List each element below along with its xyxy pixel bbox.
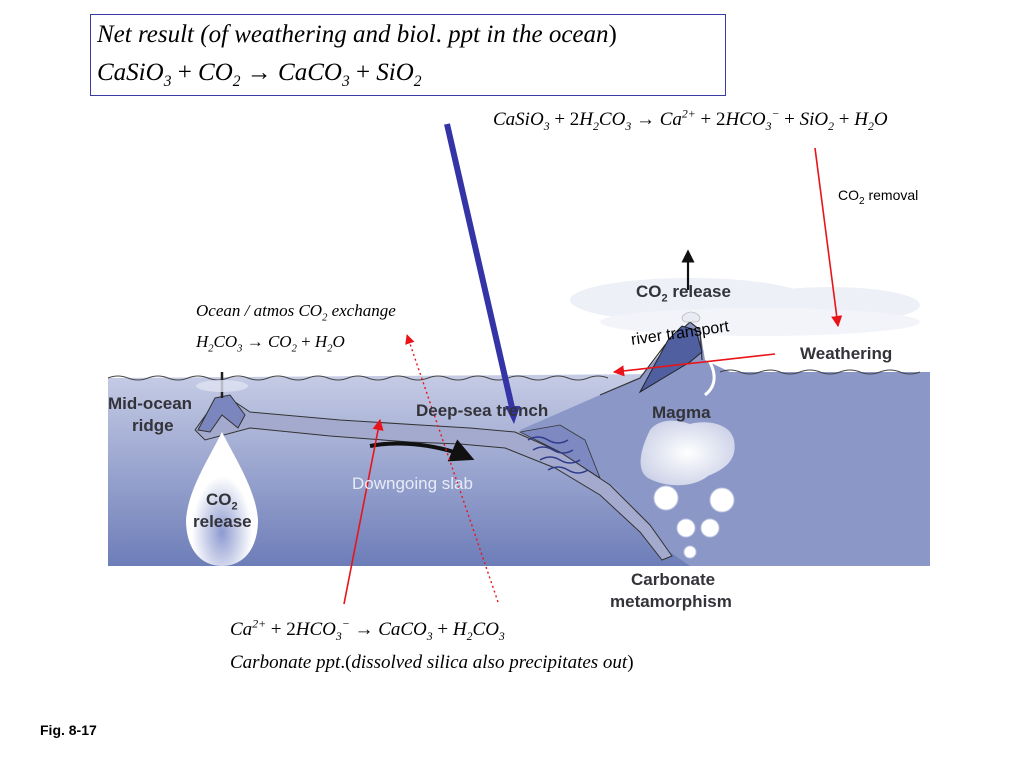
mid-ocean-ridge-label-2: ridge (132, 416, 174, 435)
clouds (570, 278, 920, 336)
carbonate-ppt-arrow (343, 418, 384, 605)
sea-surface (107, 369, 921, 381)
net-result-arrow (444, 123, 516, 413)
gas-exchange-equation: H2CO3 → CO2 + H2O (196, 332, 345, 355)
weathering-label: Weathering (800, 344, 893, 363)
co2-removal-arrow (814, 147, 843, 328)
gas-exchange-arrow (405, 334, 499, 603)
volcano (638, 325, 703, 394)
carbonate-ppt-note: Carbonate ppt.(dissolved silica also pre… (230, 652, 634, 673)
net-result-title: Net result (of weathering and biol. ppt … (97, 21, 617, 48)
gas-exchange-title: Ocean / atmos CO2 exchange (196, 301, 396, 324)
magma-chamber (640, 420, 735, 486)
magma-label: Magma (652, 403, 711, 422)
ridge-plume (186, 432, 258, 566)
carbonate-metamorphism-label-1: Carbonate (631, 570, 716, 589)
downgoing-slab-label: Downgoing slab (352, 474, 473, 493)
carbonate-ppt-equation: Ca2+ + 2HCO3− → CaCO3 + H2CO3 (230, 617, 505, 643)
river-transport-arrow (612, 353, 776, 377)
net-result-box (90, 14, 726, 96)
carbonate-metamorphism-label-2: metamorphism (610, 592, 732, 611)
weathering-equation: CaSiO3 + 2H2CO3 → Ca2+ + 2HCO3− + SiO2 +… (493, 107, 888, 133)
co2-release-ridge-label-2: release (193, 512, 252, 531)
figure-label: Fig. 8-17 (40, 722, 97, 738)
net-result-equation: CaSiO3 + CO2 → CaCO3 + SiO2 (97, 59, 422, 90)
magma-bubbles (653, 485, 735, 559)
mid-ocean-ridge (197, 394, 246, 433)
co2-release-volcano-label: CO2 release (636, 282, 731, 305)
co2-release-ridge-label-1: CO2 (206, 490, 238, 513)
deep-sea-trench-label: Deep-sea trench (416, 401, 549, 420)
mid-ocean-ridge-label-1: Mid-ocean (108, 394, 193, 413)
co2-removal-label: CO2 removal (838, 187, 919, 207)
